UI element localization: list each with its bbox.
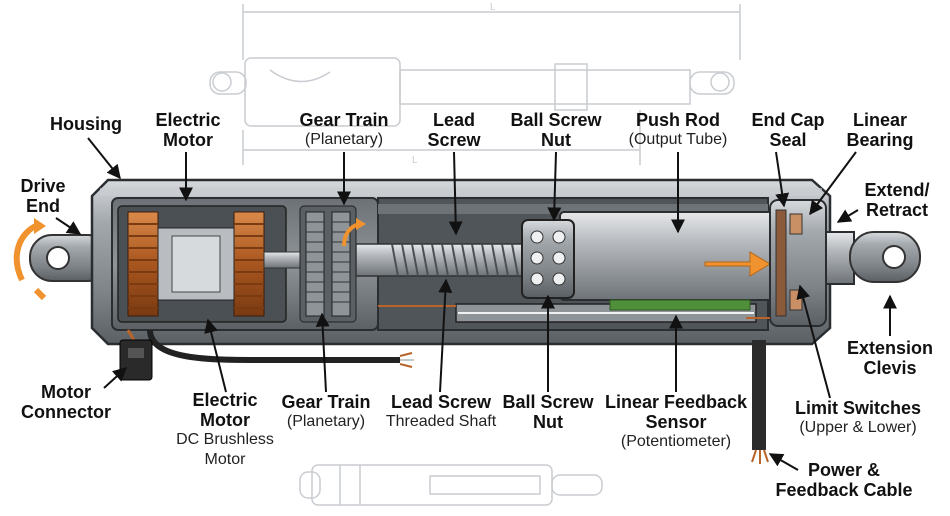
callout-ball-screw-nut-top-title: Ball Screw Nut [510,110,602,150]
callout-gear-train-bottom-title: Gear Train [281,392,371,412]
callout-drive-end-title: Drive End [20,176,66,216]
drive-end-clevis [29,234,111,282]
extension-clevis [849,231,921,283]
callout-push-rod-title: Push Rod [636,110,720,130]
callout-extension-clevis: Extension Clevis [838,338,942,378]
callout-end-cap-seal: End Cap Seal [744,110,832,150]
ball-screw-nut [521,219,575,299]
callout-ball-screw-nut-bottom: Ball Screw Nut [500,392,596,432]
callout-lead-screw-top: Lead Screw [414,110,494,150]
callout-housing-title: Housing [50,114,122,134]
callout-limit-switches: Limit Switches (Upper & Lower) [786,398,930,438]
motor-assembly [117,205,305,323]
callout-electric-motor-bottom-sub2: Motor [204,451,246,468]
drive-rotation-arrow [13,222,40,282]
callout-power-feedback-cable: Power & Feedback Cable [774,460,914,500]
blueprint-dimension-label-2: L [412,155,418,166]
callout-lead-screw-top-title: Lead Screw [427,110,481,150]
callout-linear-bearing-title: Linear Bearing [846,110,914,150]
callout-gear-train-bottom: Gear Train (Planetary) [266,392,386,432]
callout-lead-screw-bottom-title: Lead Screw [390,392,492,412]
callout-limit-switches-sub: (Upper & Lower) [799,419,917,436]
callout-linear-feedback-sensor: Linear Feedback Sensor (Potentiometer) [598,392,754,452]
wiring [147,305,770,464]
callout-electric-motor-bottom-sub1: DC Brushless [176,431,274,448]
callout-linear-feedback-sensor-sub: (Potentiometer) [620,433,732,450]
callout-end-cap-seal-title: End Cap Seal [751,110,825,150]
leader-arrows [55,137,897,471]
extend-direction-arrow [704,251,771,277]
callout-extend-retract: Extend/ Retract [852,180,942,220]
callout-lead-screw-bottom: Lead Screw Threaded Shaft [378,392,504,432]
callout-housing: Housing [36,114,136,134]
callout-electric-motor-top-title: Electric Motor [155,110,221,150]
callout-push-rod-sub: (Output Tube) [628,131,728,148]
linear-feedback-sensor [455,299,757,323]
callout-gear-train-top-title: Gear Train [299,110,389,130]
callout-motor-connector: Motor Connector [14,382,118,422]
callout-power-feedback-cable-title: Power & Feedback Cable [775,460,913,500]
lead-screw [355,243,537,277]
callout-electric-motor-top: Electric Motor [140,110,236,150]
blueprint-dimension-label: L [490,2,496,13]
callout-gear-train-top-sub: (Planetary) [304,131,384,148]
callout-push-rod: Push Rod (Output Tube) [616,110,740,150]
callout-electric-motor-bottom-title: Electric Motor [192,390,258,430]
callout-linear-feedback-sensor-title: Linear Feedback Sensor [604,392,748,432]
end-cap [769,199,827,327]
motor-connector [119,329,153,381]
gear-train [299,205,357,323]
callout-gear-train-bottom-sub: (Planetary) [286,413,366,430]
callout-extend-retract-title: Extend/ Retract [864,180,930,220]
callout-motor-connector-title: Motor Connector [21,382,111,422]
callout-ball-screw-nut-top: Ball Screw Nut [504,110,608,150]
blueprint-top [209,4,741,165]
callout-limit-switches-title: Limit Switches [794,398,922,418]
callout-drive-end: Drive End [10,176,76,216]
callout-lead-screw-bottom-sub: Threaded Shaft [385,413,497,430]
callout-gear-train-top: Gear Train (Planetary) [284,110,404,150]
callout-linear-bearing: Linear Bearing [840,110,920,150]
blueprint-bottom [299,464,603,506]
callout-extension-clevis-title: Extension Clevis [846,338,934,378]
callout-ball-screw-nut-bottom-title: Ball Screw Nut [502,392,594,432]
callout-electric-motor-bottom: Electric Motor DC Brushless Motor [170,390,280,470]
